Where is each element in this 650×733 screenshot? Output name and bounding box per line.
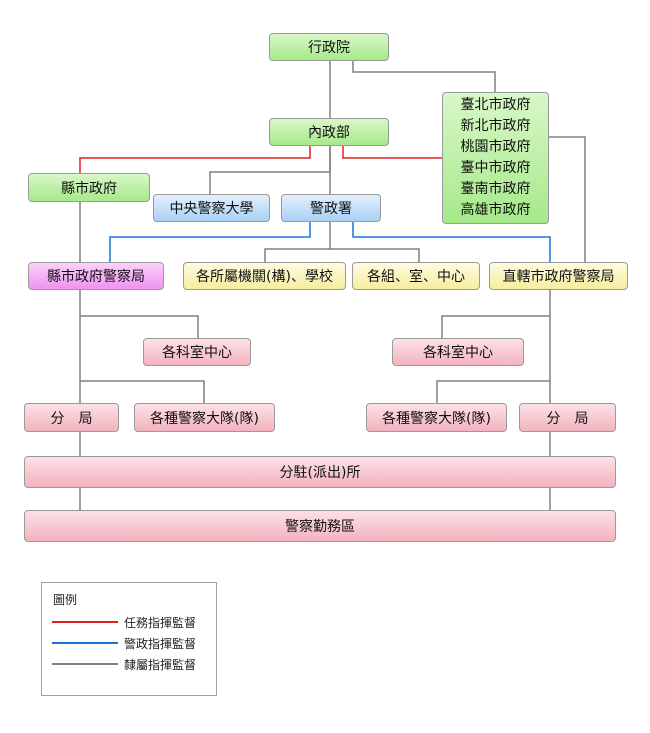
node-patrol-areas: 警察勤務區 xyxy=(24,510,616,542)
legend-row-task: 任務指揮監督 xyxy=(52,613,212,631)
node-affiliated-agencies: 各所屬機關(構)、學校 xyxy=(183,262,346,290)
legend-row-affiliation: 隸屬指揮監督 xyxy=(52,655,212,673)
legend-title: 圖例 xyxy=(53,593,78,607)
gray-line-right-sections xyxy=(441,315,550,338)
gray-line-municipal-police xyxy=(549,136,586,262)
node-municipal-governments: 臺北市政府 新北市政府 桃園市政府 臺中市政府 臺南市政府 高雄市政府 xyxy=(442,92,549,224)
gray-line-mi-university xyxy=(209,146,331,194)
legend-gray-line xyxy=(52,663,118,665)
gray-line-ey-municipal xyxy=(352,61,496,92)
node-executive-yuan: 行政院 xyxy=(269,33,389,61)
city-tainan: 臺南市政府 xyxy=(460,181,531,197)
legend-label-police: 警政指揮監督 xyxy=(124,636,197,651)
gray-line-left-units xyxy=(80,380,205,403)
legend-label-task: 任務指揮監督 xyxy=(124,615,197,630)
city-taichung: 臺中市政府 xyxy=(460,160,531,176)
node-municipal-police-bureau: 直轄市政府警察局 xyxy=(489,262,628,290)
legend-red-line xyxy=(52,621,118,623)
gray-line-npa-agencies xyxy=(264,222,331,262)
gray-line-left-sections xyxy=(80,315,199,338)
red-line-mi-municipal xyxy=(342,146,442,159)
city-taoyuan: 桃園市政府 xyxy=(460,139,531,155)
gray-line-right-units xyxy=(436,380,550,403)
node-sections-left: 各科室中心 xyxy=(143,338,251,366)
city-taipei: 臺北市政府 xyxy=(460,97,531,113)
node-county-government: 縣市政府 xyxy=(28,173,150,202)
node-sections-right: 各科室中心 xyxy=(392,338,524,366)
gray-line-npa-offices xyxy=(330,248,420,262)
blue-line-npa-municipal-police xyxy=(352,222,551,262)
red-line-mi-county xyxy=(79,146,311,173)
blue-line-npa-county-police xyxy=(109,222,311,262)
node-special-units-right: 各種警察大隊(隊) xyxy=(366,403,507,432)
legend: 圖例 任務指揮監督 警政指揮監督 隸屬指揮監督 xyxy=(41,582,217,696)
city-kaohsiung: 高雄市政府 xyxy=(460,202,531,218)
legend-label-affiliation: 隸屬指揮監督 xyxy=(124,657,197,672)
node-precinct-left: 分 局 xyxy=(24,403,119,432)
node-groups-offices-centers: 各組、室、中心 xyxy=(352,262,480,290)
node-npa: 警政署 xyxy=(281,194,381,222)
node-county-police-bureau: 縣市政府警察局 xyxy=(28,262,164,290)
legend-blue-line xyxy=(52,642,118,644)
node-special-units-left: 各種警察大隊(隊) xyxy=(134,403,275,432)
city-new-taipei: 新北市政府 xyxy=(460,118,531,134)
node-police-stations: 分駐(派出)所 xyxy=(24,456,616,488)
node-police-university: 中央警察大學 xyxy=(153,194,270,222)
node-precinct-right: 分 局 xyxy=(519,403,616,432)
node-interior-ministry: 內政部 xyxy=(269,118,389,146)
legend-row-police: 警政指揮監督 xyxy=(52,634,212,652)
